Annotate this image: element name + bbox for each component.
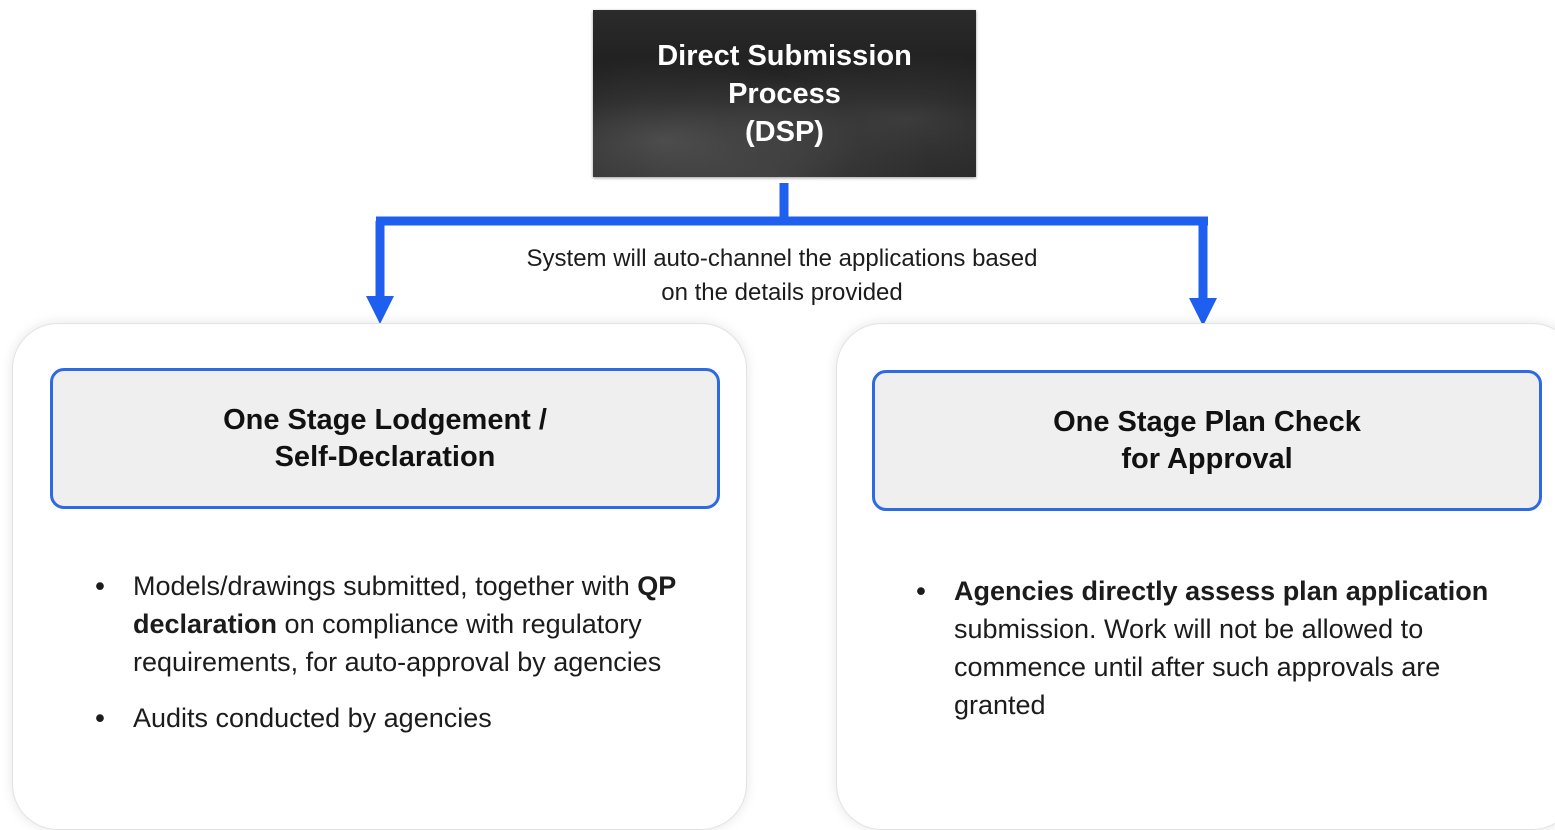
right-arrow-head: [1189, 298, 1217, 326]
left-heading-line-2: Self-Declaration: [274, 440, 496, 473]
left-bullet-list: • Models/drawings submitted, together wi…: [90, 567, 700, 755]
right-heading-line-2: for Approval: [1121, 442, 1293, 475]
left-arrow-head: [366, 296, 394, 324]
bullet-icon: •: [916, 576, 926, 606]
connector-label-line-1: System will auto-channel the application…: [526, 245, 1038, 272]
connector-label-line-2: on the details provided: [661, 279, 903, 306]
bullet-text-bold: Agencies directly assess plan applicatio…: [954, 576, 1489, 606]
title-line-1: Direct Submission: [657, 39, 912, 72]
left-heading-line-1: One Stage Lodgement /: [223, 403, 547, 436]
right-heading-line-1: One Stage Plan Check: [1053, 405, 1361, 438]
right-bullet-list: • Agencies directly assess plan applicat…: [911, 572, 1521, 742]
title-line-2: Process: [728, 77, 841, 110]
list-item: • Models/drawings submitted, together wi…: [90, 567, 700, 681]
bullet-text-after: on compliance with regulatory requiremen…: [133, 609, 662, 677]
bullet-icon: •: [95, 571, 105, 601]
right-heading-box: One Stage Plan Check for Approval: [872, 370, 1542, 511]
bullet-icon: •: [95, 703, 105, 733]
list-item: • Agencies directly assess plan applicat…: [911, 572, 1521, 724]
bullet-text-before: Audits conducted by agencies: [133, 703, 492, 733]
connector-label: System will auto-channel the application…: [470, 242, 1094, 310]
title-box: Direct Submission Process (DSP): [593, 10, 976, 177]
bullet-text-after: submission. Work will not be allowed to …: [954, 614, 1441, 720]
title-line-3: (DSP): [745, 115, 824, 148]
bullet-text-before: Models/drawings submitted, together with: [133, 571, 638, 601]
list-item: • Audits conducted by agencies: [90, 699, 700, 737]
bullet-text-bold: QP declaration: [133, 571, 676, 639]
left-heading-box: One Stage Lodgement / Self-Declaration: [50, 368, 720, 509]
